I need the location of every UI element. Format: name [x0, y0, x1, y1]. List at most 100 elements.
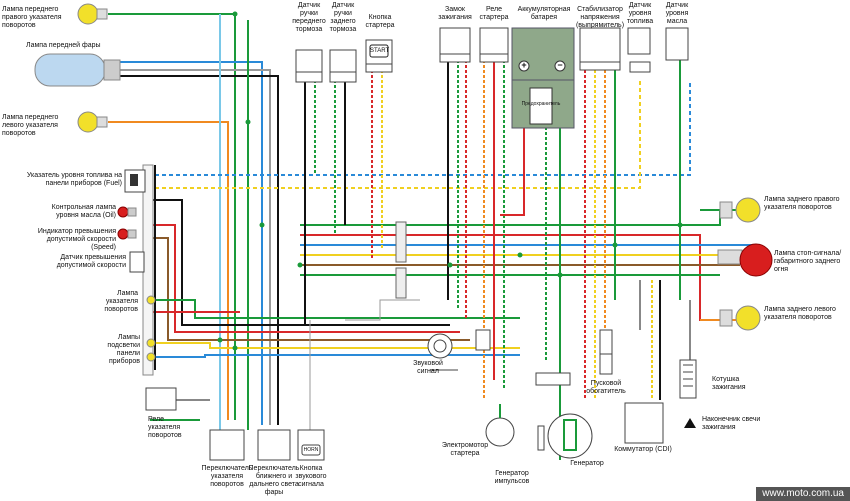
label-starter-motor: Электромотор стартера: [441, 442, 489, 457]
stop-tail-lamp: [717, 243, 773, 277]
label-speed-lamp: Индикатор превышения допустимой скорости…: [37, 228, 116, 251]
wire-red-harness: [150, 224, 460, 333]
spark-plug-cap-arrow: [684, 418, 696, 428]
wire-green-harness: [150, 299, 520, 319]
label-start-text: START: [370, 48, 390, 54]
starter-motor: [485, 404, 515, 447]
voltage-regulator: [579, 27, 621, 63]
label-light-switch: Переключатель ближнего и дальнего света …: [248, 465, 300, 496]
ignition-connector: [439, 53, 471, 63]
wire-red-bus: [300, 234, 720, 321]
wire-black-headlight: [120, 75, 279, 425]
label-spark-cap: Наконечник свечи зажигания: [702, 416, 761, 431]
label-rear-left-turn: Лампа заднего левого указателя поворотов: [764, 306, 836, 321]
fuel-gauge: [124, 169, 146, 193]
label-front-right-turn: Лампа переднего правого указателя поворо…: [2, 6, 62, 29]
turn-relay: [145, 387, 177, 411]
front-brake-connector: [295, 71, 323, 83]
starter-relay-connector: [479, 53, 509, 63]
oil-level-sensor: [665, 27, 689, 61]
wire-blue-harness: [150, 354, 520, 358]
label-oil-sensor: Датчик уровня масла: [665, 2, 689, 25]
fuel-sensor-connector: [629, 61, 651, 73]
start-label-box: [369, 44, 389, 58]
front-brake-sensor: [295, 49, 323, 73]
label-fuel-sensor: Датчик уровня топлива: [626, 2, 654, 25]
wire-dashed-fuel: [155, 80, 691, 176]
wire-dashed-oil: [155, 80, 641, 189]
fuel-level-sensor: [627, 27, 651, 55]
ignition-switch: [439, 27, 471, 55]
label-panel-lamps: Лампы подсветки панели приборов: [107, 334, 140, 365]
label-fuse: Предохранитель: [521, 101, 561, 107]
label-battery: Аккумуляторная батарея: [517, 6, 571, 21]
label-front-left-turn: Лампа переднего левого указателя поворот…: [2, 114, 59, 137]
rear-left-turn-lamp: [719, 305, 761, 331]
ignition-coil: [679, 359, 697, 399]
wire-brown-harness: [150, 237, 470, 341]
label-ignition-switch: Замок зажигания: [438, 6, 472, 21]
speed-warning-lamp: [117, 228, 137, 240]
horn-connector: [475, 329, 491, 351]
label-front-brake-sensor: Датчик ручки переднего тормоза: [292, 2, 326, 33]
wire-orange-front-left-turn: [108, 121, 229, 420]
label-starter-button: Кнопка стартера: [365, 14, 395, 29]
starting-enrichener: [599, 353, 613, 375]
label-starter-relay: Реле стартера: [479, 6, 509, 21]
speed-sensor: [129, 251, 145, 273]
watermark: www.moto.com.ua: [756, 487, 850, 501]
panel-lamp-2: [146, 352, 156, 362]
label-regulator: Стабилизатор напряжения (выпрямитель): [575, 6, 625, 29]
generator-connector: [535, 372, 571, 386]
label-stop-tail: Лампа стоп-сигнала/габаритного заднего о…: [774, 250, 842, 273]
label-rear-right-turn: Лампа заднего правого указателя поворото…: [764, 196, 840, 211]
cdi-unit: [624, 402, 664, 444]
label-battery-plus: +: [521, 60, 527, 70]
regulator-connector: [579, 61, 621, 71]
battery: [511, 27, 575, 129]
turn-switch: [209, 429, 245, 461]
label-horn-text: HORN: [303, 447, 319, 453]
label-ignition-coil: Котушка зажигания: [712, 376, 746, 391]
wire-yellow-harness: [150, 342, 520, 349]
label-turn-switch: Переключатель указателя поворотов: [201, 465, 253, 488]
headlight-lamp: [34, 53, 121, 87]
horn: [427, 333, 458, 371]
label-oil-lamp: Контрольная лампа уровня масла (Oil): [51, 204, 116, 219]
light-switch: [257, 429, 291, 461]
label-fuel-gauge: Указатель уровня топлива на панели прибо…: [26, 172, 122, 187]
label-generator: Генератор: [570, 460, 604, 467]
starter-button-connector: [365, 63, 393, 73]
rear-brake-sensor: [329, 49, 357, 73]
starter-relay: [479, 27, 509, 55]
horn-label-box: [301, 444, 321, 456]
label-battery-minus: −: [557, 60, 563, 70]
wire-green-bus: [300, 210, 721, 226]
front-left-turn-lamp: [77, 111, 108, 133]
label-rear-brake-sensor: Датчик ручки заднего тормоза: [329, 2, 357, 33]
enrichener-connector: [599, 329, 613, 355]
rear-brake-connector: [329, 71, 357, 83]
label-horn-button: Кнопка звукового сигнала: [295, 465, 327, 488]
label-starting-enrichener: Пусковой обогатитель: [586, 380, 626, 395]
label-pulse-generator: Генератор импульсов: [494, 470, 530, 485]
front-right-turn-lamp: [77, 3, 108, 25]
connector-bus-lower: [395, 267, 407, 299]
panel-lamp-1: [146, 338, 156, 348]
label-headlight: Лампа передней фары: [26, 42, 101, 49]
wire-gray-headlight: [120, 69, 271, 425]
wire-black-harness: [150, 199, 450, 326]
label-turn-relay: Реле указателя поворотов: [148, 416, 182, 439]
label-speed-sensor: Датчик превышения допустимой скорости: [56, 254, 126, 269]
label-turn-indicator-lamp: Лампа указателя поворотов: [104, 290, 138, 313]
pulse-generator: [537, 425, 545, 451]
rear-right-turn-lamp: [719, 197, 761, 223]
label-cdi: Коммутатор (CDI): [614, 446, 672, 453]
generator: [547, 413, 593, 459]
oil-warning-lamp: [117, 206, 137, 218]
wire-gray-horn: [345, 299, 420, 321]
wire-blue-headlight: [120, 61, 263, 425]
label-horn: Звуковой сигнал: [413, 360, 443, 375]
